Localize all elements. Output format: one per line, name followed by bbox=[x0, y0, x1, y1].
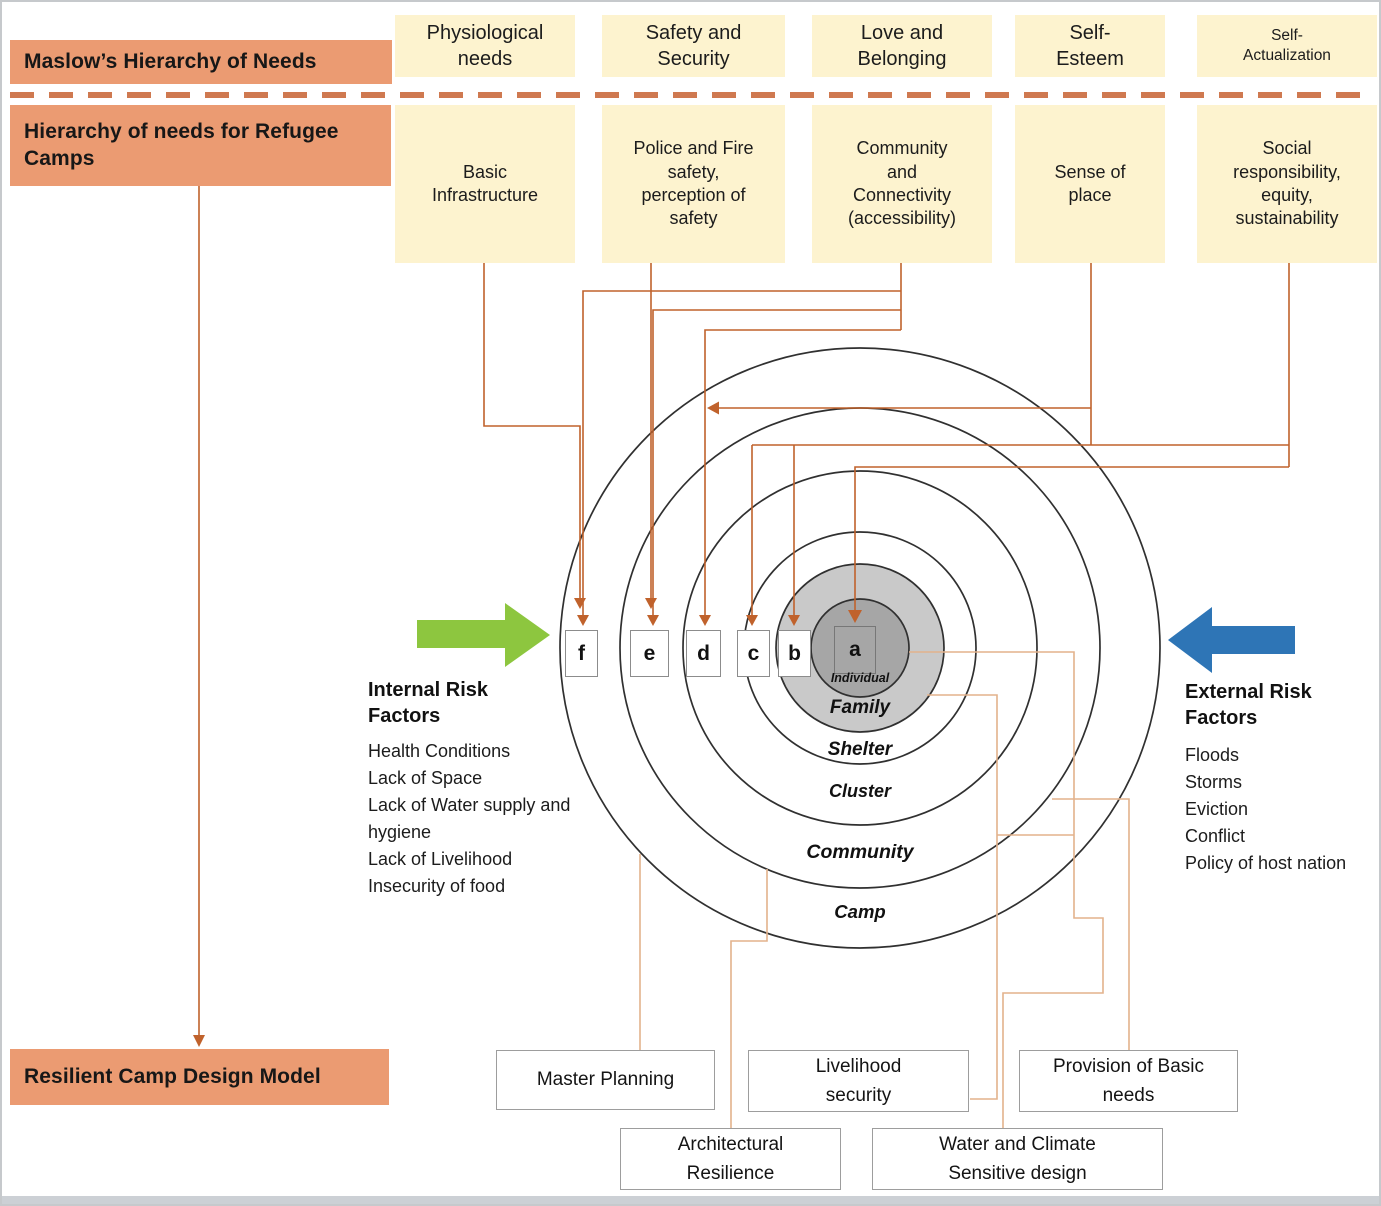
scale-letter: a bbox=[849, 638, 861, 661]
strategy-label: Architectural Resilience bbox=[677, 1133, 784, 1184]
maslow-item-label: Love and Belonging bbox=[857, 22, 947, 70]
connector-to-provision-basic-needs bbox=[1052, 798, 1130, 1050]
maslow-item-label: Self-Esteem bbox=[1056, 22, 1124, 70]
maslow-item-self-esteem: Self-Esteem bbox=[1015, 15, 1165, 77]
refugee-item-label: Police and Fire safety, perception of sa… bbox=[633, 138, 754, 229]
external-risk-item: Floods bbox=[1185, 745, 1240, 765]
maslow-item-self-actualization: Self-Actualization bbox=[1197, 15, 1377, 77]
refugee-item-police-fire-safety: Police and Fire safety, perception of sa… bbox=[602, 105, 785, 263]
strategy-label: Master Planning bbox=[536, 1069, 675, 1091]
maslow-item-love-belonging: Love and Belonging bbox=[812, 15, 992, 77]
refugee-item-label: Social responsibility, equity, sustainab… bbox=[1233, 138, 1341, 229]
design-model-header: Resilient Camp Design Model bbox=[10, 1049, 389, 1105]
arrowhead-a bbox=[848, 610, 862, 623]
strategy-master-planning: Master Planning bbox=[496, 1050, 715, 1110]
scale-box-d: d bbox=[686, 630, 721, 677]
connector-community-to-d bbox=[704, 329, 901, 616]
strategy-connectors bbox=[639, 651, 1130, 1128]
bottom-strip bbox=[2, 1196, 1379, 1204]
arrowheads bbox=[193, 401, 862, 1047]
strategy-provision-basic-needs: Provision of Basic needs bbox=[1019, 1050, 1238, 1112]
refugee-item-label: Community and Connectivity (accessibilit… bbox=[847, 138, 957, 229]
internal-risk-item: Lack of Space bbox=[368, 768, 483, 788]
arrowhead-e-upper bbox=[645, 598, 657, 609]
camp-scale-rings bbox=[559, 347, 1161, 949]
internal-risk-title: Internal Risk Factors bbox=[368, 679, 489, 727]
refugee-item-social-responsibility: Social responsibility, equity, sustainab… bbox=[1197, 105, 1377, 263]
internal-risk-item: Lack of Livelihood bbox=[368, 849, 513, 869]
external-risk-title: External Risk Factors bbox=[1185, 681, 1312, 729]
scale-letter: f bbox=[578, 641, 585, 665]
scale-letter: c bbox=[747, 641, 760, 665]
connector-basic-infrastructure-to-f bbox=[483, 263, 581, 599]
external-risk-arrow-icon bbox=[1168, 607, 1295, 673]
refugee-item-label: Sense of place bbox=[1054, 161, 1126, 205]
scale-box-f: f bbox=[565, 630, 598, 677]
arrowhead-c bbox=[746, 615, 758, 626]
connector-to-architectural-resilience bbox=[730, 869, 768, 1128]
refugee-item-sense-of-place: Sense of place bbox=[1015, 105, 1165, 263]
design-model-label: Resilient Camp Design Model bbox=[24, 1064, 321, 1088]
maslow-header: Maslow’s Hierarchy of Needs bbox=[10, 40, 392, 84]
connector-community-to-f bbox=[582, 290, 901, 616]
ring-label-individual: Individual bbox=[830, 671, 890, 685]
refugee-item-community-connectivity: Community and Connectivity (accessibilit… bbox=[812, 105, 992, 263]
ring-label-camp: Camp bbox=[834, 901, 886, 922]
external-risk-list: Floods Storms Eviction Conflict Policy o… bbox=[1185, 742, 1355, 877]
internal-risk-item: Lack of Water supply and hygiene bbox=[368, 795, 571, 842]
arrowhead-e-lower bbox=[647, 615, 659, 626]
scale-box-e: e bbox=[630, 630, 669, 677]
arrowhead-f-upper bbox=[574, 598, 586, 609]
arrowhead-b bbox=[788, 615, 800, 626]
maslow-item-physiological: Physiological needs bbox=[395, 15, 575, 77]
connector-self-actualization-to-a bbox=[854, 466, 1289, 612]
arrowhead-d bbox=[699, 615, 711, 626]
scale-letter: d bbox=[697, 641, 710, 665]
dashed-divider bbox=[10, 92, 1375, 98]
strategy-label: Livelihood security bbox=[815, 1055, 902, 1106]
scale-box-a: a bbox=[834, 626, 876, 674]
arrowhead-f-lower bbox=[577, 615, 589, 626]
scale-box-c: c bbox=[737, 630, 770, 677]
arrowhead-design-model bbox=[193, 1035, 205, 1047]
connector-individual-to-water-climate bbox=[909, 651, 1104, 1128]
internal-risk-arrow-icon bbox=[417, 603, 550, 667]
cluster-ring bbox=[682, 470, 1038, 826]
ring-label-family: Family bbox=[829, 697, 891, 718]
arrowhead-left-into-rings bbox=[707, 401, 719, 415]
maslow-header-label: Maslow’s Hierarchy of Needs bbox=[24, 49, 317, 73]
ring-label-shelter: Shelter bbox=[827, 739, 893, 760]
maslow-item-label: Safety and Security bbox=[645, 22, 742, 70]
strategy-livelihood-security: Livelihood security bbox=[748, 1050, 969, 1112]
ring-label-community: Community bbox=[806, 841, 914, 863]
maslow-item-label: Physiological needs bbox=[426, 22, 544, 70]
maslow-item-safety: Safety and Security bbox=[602, 15, 785, 77]
strategy-label: Provision of Basic needs bbox=[1052, 1055, 1204, 1106]
external-risk-item: Policy of host nation bbox=[1185, 853, 1347, 873]
strategy-architectural-resilience: Architectural Resilience bbox=[620, 1128, 841, 1190]
needs-connectors bbox=[198, 186, 1290, 1036]
strategy-water-climate-design: Water and Climate Sensitive design bbox=[872, 1128, 1163, 1190]
camp-ring bbox=[559, 347, 1161, 949]
connector-community-to-e bbox=[652, 309, 901, 616]
ring-label-cluster: Cluster bbox=[828, 781, 891, 801]
maslow-item-label: Self-Actualization bbox=[1243, 26, 1331, 64]
internal-risk-list: Health Conditions Lack of Space Lack of … bbox=[368, 738, 573, 900]
refugee-header-label: Hierarchy of needs for Refugee Camps bbox=[24, 120, 339, 170]
external-risk-item: Eviction bbox=[1185, 799, 1249, 819]
scale-box-b: b bbox=[778, 630, 811, 677]
strategy-label: Water and Climate Sensitive design bbox=[939, 1133, 1096, 1184]
connector-family-to-livelihood bbox=[927, 694, 998, 1100]
refugee-header: Hierarchy of needs for Refugee Camps bbox=[10, 105, 391, 186]
scale-letter: e bbox=[643, 641, 656, 665]
scale-letter: b bbox=[788, 641, 801, 665]
internal-risk-item: Insecurity of food bbox=[368, 876, 506, 896]
refugee-item-basic-infrastructure: Basic Infrastructure bbox=[395, 105, 575, 263]
external-risk-item: Storms bbox=[1185, 772, 1243, 792]
external-risk-item: Conflict bbox=[1185, 826, 1246, 846]
individual-ring bbox=[810, 598, 910, 698]
internal-risk-item: Health Conditions bbox=[368, 741, 511, 761]
refugee-item-label: Basic Infrastructure bbox=[431, 161, 539, 205]
